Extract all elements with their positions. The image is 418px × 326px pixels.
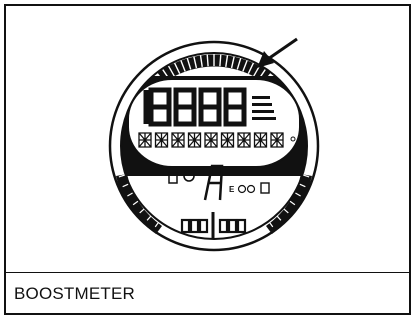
svg-text:E: E <box>229 185 235 194</box>
caption-bar: BOOSTMETER <box>6 272 409 313</box>
speed-digits <box>143 87 247 127</box>
callout-arrow <box>257 37 298 68</box>
eco-icon: E <box>229 184 256 194</box>
fuel-icon <box>168 172 178 184</box>
right-segment-arc <box>240 172 312 242</box>
battery-icon <box>260 182 270 194</box>
alphanumeric-row <box>138 132 284 148</box>
figure-frame: E BOOSTMETER <box>4 4 411 315</box>
figure-caption: BOOSTMETER <box>14 284 136 303</box>
gear-indicator-letter <box>203 164 224 201</box>
indicator-icons: E <box>168 164 270 201</box>
gear-icon <box>183 170 195 182</box>
unit-labels <box>252 96 276 120</box>
gauge-illustration: E <box>108 37 320 252</box>
bottom-digits <box>180 212 247 238</box>
